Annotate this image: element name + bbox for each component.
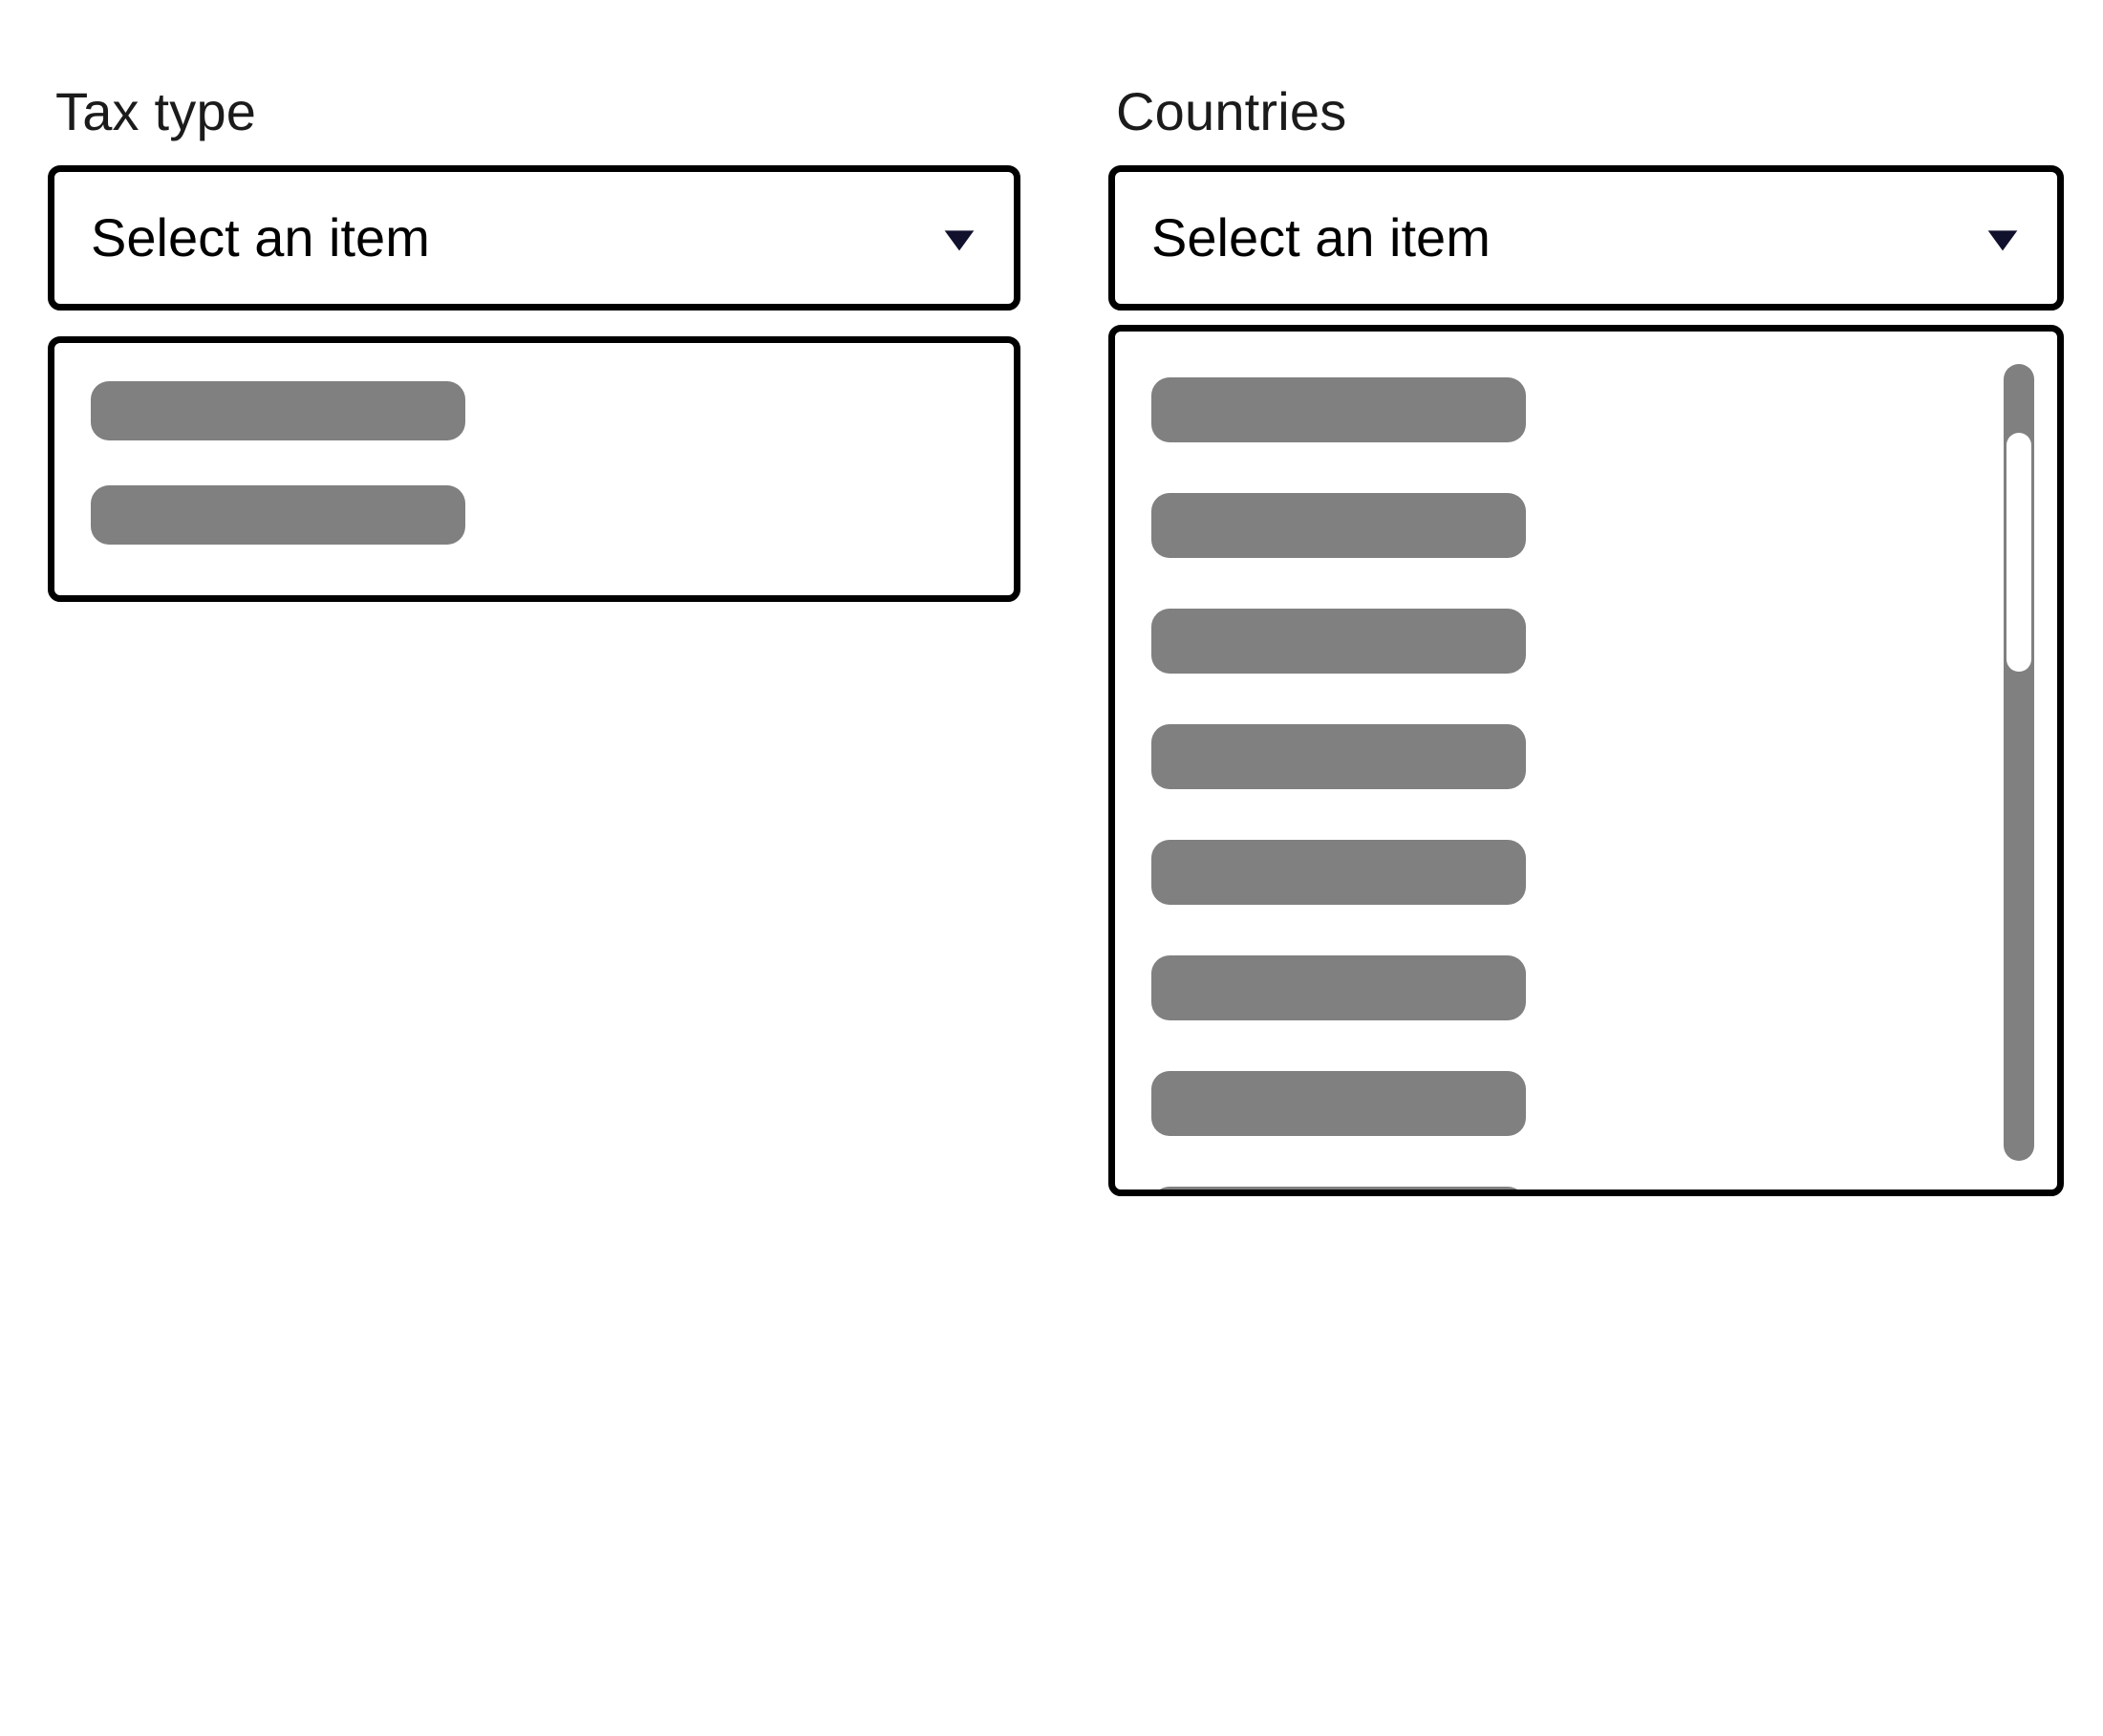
chevron-down-icon (944, 230, 975, 251)
countries-select[interactable]: Select an item (1108, 164, 2064, 311)
list-item[interactable] (91, 380, 465, 440)
field-group-countries: Countries Select an item (1108, 81, 2064, 1196)
countries-options-list (1115, 332, 2057, 1189)
list-item[interactable] (1151, 492, 1526, 558)
tax-type-select-value: Select an item (91, 210, 430, 265)
tax-type-options-list (54, 343, 1014, 595)
list-item[interactable] (1151, 954, 1526, 1020)
list-item[interactable] (91, 484, 465, 545)
list-item[interactable] (1151, 839, 1526, 905)
countries-scrollbar-track[interactable] (2004, 363, 2034, 1161)
countries-scrollbar-thumb[interactable] (2006, 432, 2031, 672)
list-item[interactable] (1151, 376, 1526, 442)
tax-type-label: Tax type (55, 81, 257, 141)
field-group-tax-type: Tax type Select an item (48, 81, 1020, 602)
list-item[interactable] (1151, 608, 1526, 674)
countries-select-value: Select an item (1151, 210, 1491, 265)
list-item[interactable] (1151, 1070, 1526, 1136)
list-item[interactable] (1151, 723, 1526, 789)
countries-label: Countries (1116, 81, 1347, 141)
tax-type-options-panel (48, 335, 1020, 602)
countries-options-panel (1108, 324, 2064, 1196)
chevron-down-icon (1987, 230, 2018, 251)
tax-type-select[interactable]: Select an item (48, 164, 1020, 311)
list-item[interactable] (1151, 1186, 1526, 1189)
